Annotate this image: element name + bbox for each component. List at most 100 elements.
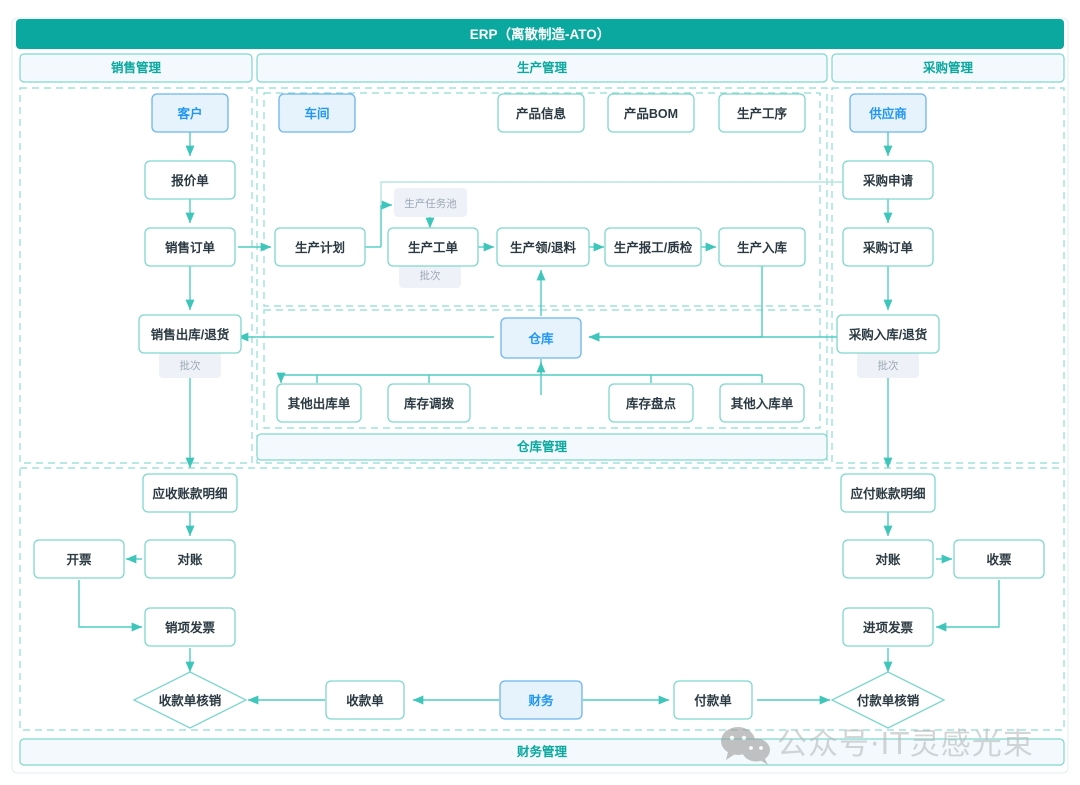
node-ar-detail-label: 应收账款明细 (152, 486, 227, 501)
node-stock-count-label: 库存盘点 (626, 396, 677, 411)
node-finance-label: 财务 (527, 693, 554, 708)
node-payment-voucher[interactable]: 付款单 (673, 680, 753, 720)
node-report-qc[interactable]: 生产报工/质检 (604, 227, 702, 267)
node-ap-detail-label: 应付账款明细 (850, 486, 925, 501)
wechat-icon (721, 727, 770, 765)
node-product-bom[interactable]: 产品BOM (607, 93, 695, 133)
badge-batch-workorder: 批次 (399, 262, 461, 288)
section-header-purchase-label: 采购管理 (922, 60, 974, 75)
node-prod-in-label: 生产入库 (737, 240, 788, 255)
edge-invoicerecv-inputinvoice (935, 580, 1000, 632)
inner-bar-warehouse: 仓库管理 (256, 433, 828, 461)
node-material-label: 生产领/退料 (510, 240, 576, 255)
node-customer-label: 客户 (176, 106, 202, 121)
node-purchase-order[interactable]: 采购订单 (842, 227, 934, 267)
node-stock-count[interactable]: 库存盘点 (608, 383, 694, 423)
node-workshop-label: 车间 (304, 106, 329, 121)
region-warehouse (263, 309, 821, 429)
outer-frame (11, 17, 1069, 774)
node-invoice-recv-label: 收票 (986, 552, 1012, 567)
node-quotation-label: 报价单 (171, 173, 209, 188)
badge-batch-purchase: 批次 (857, 352, 919, 378)
node-report-qc-label: 生产报工/质检 (614, 240, 693, 255)
edge-prodplan-purchasereq (380, 177, 876, 205)
node-payment-writeoff-label: 付款单核销 (857, 693, 920, 708)
node-process[interactable]: 生产工序 (718, 93, 806, 133)
node-recon-right[interactable]: 对账 (842, 539, 934, 579)
node-other-in-label: 其他入库单 (731, 396, 794, 411)
node-material[interactable]: 生产领/退料 (496, 227, 590, 267)
node-receipt-voucher[interactable]: 收款单 (325, 680, 405, 720)
node-input-invoice-label: 进项发票 (863, 620, 914, 635)
node-product-info-label: 产品信息 (516, 106, 567, 121)
node-warehouse-label: 仓库 (527, 331, 554, 346)
node-other-out[interactable]: 其他出库单 (276, 383, 362, 423)
region-production-inner (263, 92, 821, 307)
page-title: ERP（离散制造-ATO） (470, 26, 611, 42)
edge-warehouse-otherout (276, 372, 317, 384)
node-purchase-req-label: 采购申请 (862, 173, 914, 188)
title-bar: ERP（离散制造-ATO） (16, 19, 1064, 49)
section-header-production[interactable]: 生产管理 (256, 53, 828, 83)
node-product-bom-label: 产品BOM (624, 106, 678, 121)
node-payment-writeoff[interactable]: 付款单核销 (830, 671, 946, 729)
node-invoice-issue-label: 开票 (66, 552, 92, 567)
badge-batch-workorder-label: 批次 (420, 269, 441, 282)
node-work-order-label: 生产工单 (408, 240, 459, 255)
section-header-sales-label: 销售管理 (111, 60, 162, 75)
node-purchase-order-label: 采购订单 (862, 240, 914, 255)
node-input-invoice[interactable]: 进项发票 (842, 607, 934, 647)
node-invoice-recv[interactable]: 收票 (953, 539, 1045, 579)
node-prod-plan[interactable]: 生产计划 (274, 227, 366, 267)
node-stock-transfer-label: 库存调拨 (404, 396, 455, 411)
node-payment-voucher-label: 付款单 (694, 693, 732, 708)
node-work-order[interactable]: 生产工单 (387, 227, 479, 267)
node-ar-detail[interactable]: 应收账款明细 (142, 473, 238, 513)
node-supplier[interactable]: 供应商 (849, 93, 927, 133)
node-purchase-req[interactable]: 采购申请 (842, 160, 934, 200)
region-production-outer (256, 87, 828, 464)
edge-prodin-warehouse (588, 266, 763, 342)
inner-bar-finance-label: 财务管理 (516, 744, 568, 759)
watermark: 公众号·IT灵感光束 (721, 727, 1034, 765)
section-header-purchase[interactable]: 采购管理 (831, 53, 1065, 83)
node-other-in[interactable]: 其他入库单 (719, 383, 805, 423)
node-sales-out[interactable]: 销售出库/退货 (138, 314, 242, 354)
node-workshop[interactable]: 车间 (278, 93, 356, 133)
node-prod-in[interactable]: 生产入库 (718, 227, 806, 267)
node-product-info[interactable]: 产品信息 (497, 93, 585, 133)
inner-bar-finance: 财务管理 (19, 738, 1065, 766)
node-ap-detail[interactable]: 应付账款明细 (840, 473, 936, 513)
node-other-out-label: 其他出库单 (288, 396, 351, 411)
inner-bar-warehouse-label: 仓库管理 (516, 439, 568, 454)
node-recon-right-label: 对账 (875, 552, 901, 567)
node-sales-order-label: 销售订单 (165, 240, 216, 255)
badge-task-pool-label: 生产任务池 (404, 197, 457, 210)
region-finance (19, 467, 1065, 731)
node-prod-plan-label: 生产计划 (295, 240, 345, 255)
node-finance[interactable]: 财务 (499, 680, 583, 720)
node-invoice-issue[interactable]: 开票 (33, 539, 125, 579)
watermark-text: 公众号·IT灵感光束 (777, 727, 1034, 762)
region-purchase (831, 87, 1065, 464)
node-quotation[interactable]: 报价单 (144, 160, 236, 200)
node-sales-order[interactable]: 销售订单 (144, 227, 236, 267)
section-header-production-label: 生产管理 (517, 60, 568, 75)
node-purchase-in-label: 采购入库/退货 (848, 327, 928, 342)
node-recon-left-label: 对账 (177, 552, 203, 567)
node-recon-left[interactable]: 对账 (144, 539, 236, 579)
node-purchase-in[interactable]: 采购入库/退货 (836, 314, 940, 354)
node-customer[interactable]: 客户 (151, 93, 229, 133)
badge-batch-sales: 批次 (159, 352, 221, 378)
connector-layer (78, 132, 1000, 705)
node-warehouse[interactable]: 仓库 (500, 317, 582, 359)
node-output-invoice-label: 销项发票 (165, 620, 216, 635)
node-supplier-label: 供应商 (868, 106, 907, 121)
node-stock-transfer[interactable]: 库存调拨 (387, 383, 471, 423)
node-receipt-writeoff[interactable]: 收款单核销 (132, 671, 248, 729)
node-output-invoice[interactable]: 销项发票 (144, 607, 236, 647)
section-header-sales[interactable]: 销售管理 (19, 53, 253, 83)
badge-batch-purchase-label: 批次 (878, 359, 899, 372)
